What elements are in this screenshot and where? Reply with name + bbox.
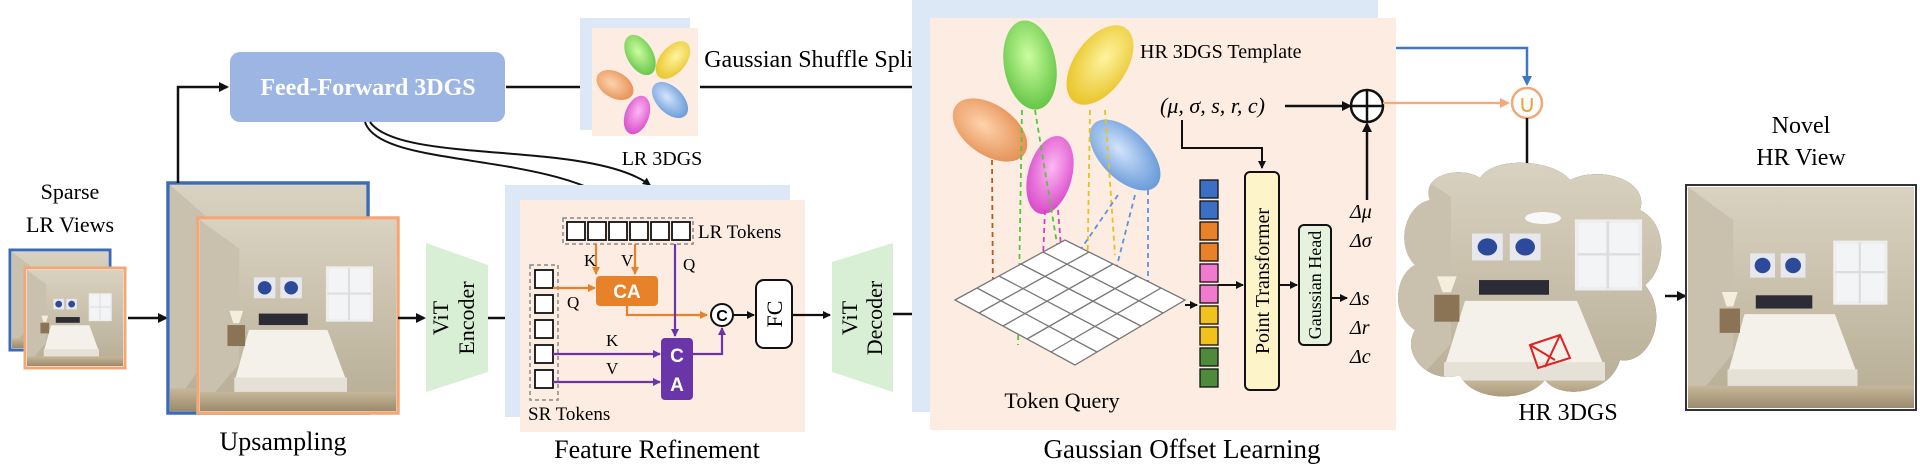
vit-encoder-line1: ViT (428, 300, 453, 335)
shuffle-split-label: Gaussian Shuffle Split (704, 47, 920, 73)
query-token (1199, 179, 1219, 199)
vit-encoder-shape (426, 243, 488, 392)
arrow-to-ff3dgs (176, 82, 229, 183)
ca-purple-bottom: A (670, 375, 684, 396)
concat-label: C (716, 308, 728, 325)
novel-view-line2: HR View (1756, 145, 1846, 171)
token-query-label: Token Query (1004, 388, 1119, 413)
plus-node (1349, 88, 1385, 124)
delta-r: Δr (1349, 317, 1370, 339)
query-token (1199, 284, 1219, 304)
ca-orange-label: CA (613, 282, 641, 303)
ca-q-label: Q (567, 293, 579, 312)
query-token (1199, 305, 1219, 325)
query-token (1199, 347, 1219, 367)
query-token (1199, 368, 1219, 388)
feature-refinement-title: Feature Refinement (554, 435, 761, 464)
query-token (1199, 221, 1219, 241)
ff3dgs-box (230, 52, 505, 122)
gaussian-head-label: Gaussian Head (1305, 231, 1325, 339)
vit-encoder-line2: Encoder (454, 281, 479, 355)
point-transformer-box (1244, 171, 1280, 391)
sr-tokens-label: SR Tokens (528, 404, 610, 425)
gaussian-head-box (1298, 224, 1332, 346)
lr-tokens (566, 221, 691, 241)
ca2-k-label: K (606, 331, 619, 350)
sr-tokens (534, 269, 554, 389)
ca-orange-box (596, 276, 658, 306)
hr3dgs-cloud (1398, 162, 1662, 397)
hr3dgs-label: HR 3DGS (1518, 400, 1617, 426)
query-token (1199, 326, 1219, 346)
fc-label: FC (762, 301, 787, 328)
union-symbol: ∪ (1518, 92, 1536, 118)
arrow-ca2-to-concat (693, 327, 726, 356)
vit-decoder-line2: Decoder (862, 280, 887, 355)
offset-learning-title: Gaussian Offset Learning (1044, 434, 1321, 464)
sparse-views-line2: LR Views (26, 212, 114, 237)
lr3dgs-label: LR 3DGS (622, 148, 703, 170)
token-query-grid (953, 239, 1187, 366)
arrow-lr-to-union (1396, 46, 1532, 86)
upsampled-view-front (196, 216, 400, 415)
upsampling-label: Upsampling (219, 427, 346, 456)
delta-c: Δc (1349, 346, 1371, 368)
ca-purple-box (661, 338, 693, 400)
vit-decoder-line1: ViT (837, 300, 862, 335)
ca-purple-top: C (670, 346, 684, 367)
query-token (1199, 200, 1219, 220)
sparse-views-line1: Sparse (41, 179, 100, 204)
arrow-params-to-pt (1181, 120, 1266, 169)
novel-hr-view-image (1685, 184, 1917, 411)
sparse-lr-view-front (23, 266, 127, 370)
ca-k-label: K (584, 251, 597, 270)
ca2-q-label: Q (683, 255, 695, 274)
lr-tokens-group (562, 217, 694, 245)
novel-view-line1: Novel (1772, 113, 1831, 139)
ca-v-label: V (621, 251, 634, 270)
delta-s: Δs (1349, 288, 1370, 310)
query-token (1199, 242, 1219, 262)
offset-panel (930, 18, 1396, 430)
ca2-v-label: V (606, 359, 619, 378)
query-token (1199, 263, 1219, 283)
lr3dgs-gaussians (596, 34, 691, 135)
gaussian-params: (μ, σ, s, r, c) (1160, 93, 1265, 118)
delta-mu: Δμ (1349, 201, 1372, 223)
arrow-ff3dgs-to-lr-tokens-2 (369, 121, 651, 186)
delta-sigma: Δσ (1349, 230, 1373, 252)
sr-tokens-group (529, 264, 559, 401)
lr-tokens-label: LR Tokens (698, 222, 781, 243)
hr3dgs-template-label: HR 3DGS Template (1140, 41, 1302, 63)
arrow-ca-to-concat (625, 306, 708, 319)
hr3dgs-template-gaussians (952, 20, 1161, 215)
point-transformer-label: Point Transformer (1252, 208, 1274, 354)
query-tokens (1199, 179, 1219, 388)
vit-decoder-shape (832, 243, 893, 392)
ff3dgs-label: Feed-Forward 3DGS (260, 75, 475, 101)
